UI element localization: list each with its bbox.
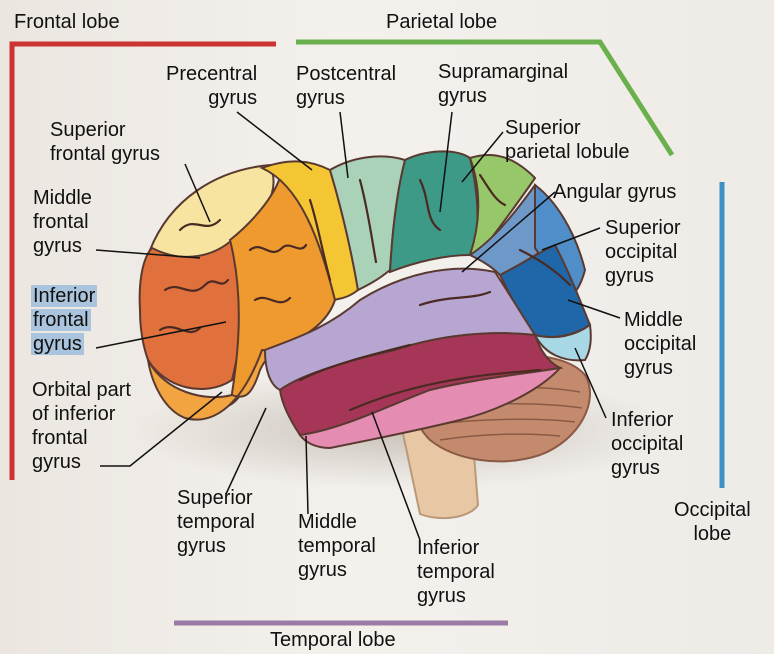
inferior-frontal-gyrus-label: Inferior frontal gyrus [31,285,98,355]
superior-frontal-gyrus-label: Superior frontal gyrus [50,119,161,165]
orbital-inferior-frontal-gyrus-label: Orbital part of inferior frontal gyrus [32,379,131,473]
middle-frontal-region [138,238,243,391]
precentral-gyrus-label: Precentral gyrus [166,63,258,109]
leader-lines [95,111,621,541]
middle-occipital-gyrus-label: Middle occipital gyrus [624,309,697,379]
temporal-lobe-label: Temporal lobe [270,629,396,651]
superior-temporal-gyrus-label: Superior temporal gyrus [177,487,255,557]
inferior-temporal-gyrus-label: Inferior temporal gyrus [417,537,495,607]
inferior-occipital-gyrus-label: Inferior occipital gyrus [611,409,684,479]
parietal-lobe-label: Parietal lobe [386,11,498,33]
supramarginal-gyrus-label: Supramarginal gyrus [438,61,569,107]
postcentral-gyrus-label: Postcentral gyrus [296,63,397,109]
supramarginal-region [388,150,479,274]
frontal-lobe-bracket [9,41,276,480]
brain-sulci [158,173,572,412]
superior-occipital-gyrus-label: Superior occipital gyrus [605,217,681,287]
middle-temporal-gyrus-label: Middle temporal gyrus [298,511,376,581]
parietal-lobe-bracket [296,39,675,157]
angular-gyrus-label: Angular gyrus [553,181,677,203]
superior-parietal-lobule-label: Superior parietal lobule [505,117,630,163]
occipital-lobe-label: Occipital lobe [674,499,751,545]
frontal-lobe-label: Frontal lobe [14,11,120,33]
middle-frontal-gyrus-label: Middle frontal gyrus [33,187,92,257]
inferior-temporal-region [298,366,563,450]
